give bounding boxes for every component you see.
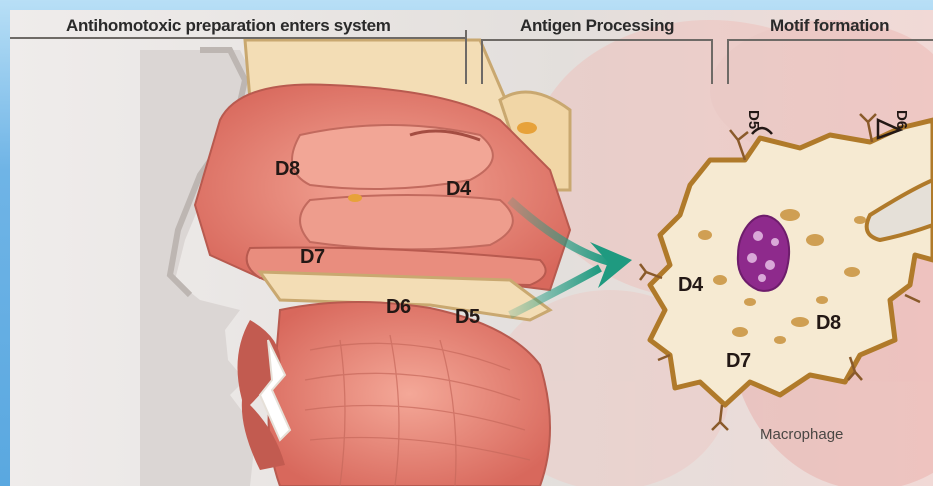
label-d6-receptor: D6: [893, 110, 910, 129]
label-d6-nasal: D6: [386, 296, 411, 319]
sinus-spot: [517, 122, 537, 134]
label-d5-receptor: D5: [745, 110, 762, 129]
label-macrophage: Macrophage: [760, 426, 843, 443]
label-d4-nasal: D4: [446, 178, 471, 201]
header-antigen-processing: Antigen Processing: [520, 16, 674, 36]
middle-turbinate: [300, 195, 513, 249]
label-d8-nasal: D8: [275, 158, 300, 181]
label-d4-macrophage: D4: [678, 274, 703, 297]
label-d7-nasal: D7: [300, 246, 325, 269]
diagram-panel: Antihomotoxic preparation enters system …: [10, 10, 933, 486]
label-d5-nasal: D5: [455, 306, 480, 329]
header-motif-formation: Motif formation: [770, 16, 889, 36]
label-d8-macrophage: D8: [816, 312, 841, 335]
header-antihomotoxic: Antihomotoxic preparation enters system: [66, 16, 391, 36]
label-d7-macrophage: D7: [726, 350, 751, 373]
diagram-illustration: [10, 10, 933, 486]
